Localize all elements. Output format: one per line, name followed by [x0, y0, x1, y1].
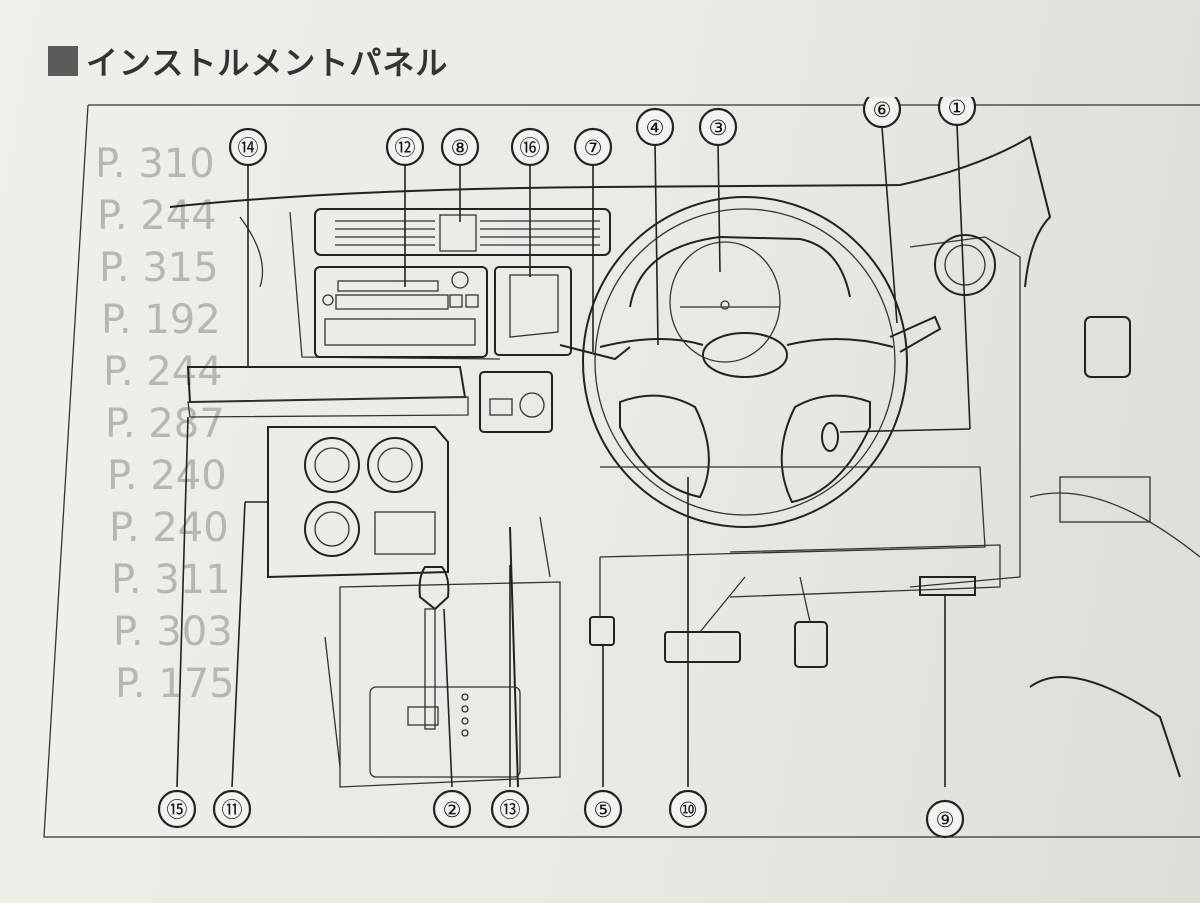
callout-number: ② [443, 798, 462, 822]
callout-circle [385, 127, 425, 167]
instrument-panel-figure: P. 310 P. 244 P. 315 P. 192 P. 244 P. 287 P. 2… [40, 97, 1200, 867]
center-stack-outline [289, 211, 501, 360]
accessory-socket [479, 371, 553, 433]
callout-2: ② [432, 789, 472, 829]
bleed-through-page-ref: P. 310 [95, 141, 215, 187]
bleed-through-page-ref: P. 303 [113, 609, 233, 655]
steering-wheel [582, 196, 908, 528]
callout-circle [573, 127, 613, 167]
bleed-through-page-ref: P. 240 [109, 505, 229, 551]
callout-15: ⑮ [157, 789, 197, 829]
instrument-panel-diagram: P. 310 P. 244 P. 315 P. 192 P. 244 P. 287 P. 2… [43, 97, 1200, 839]
bleed-through-page-ref: P. 240 [107, 453, 227, 499]
callout-5: ⑤ [583, 789, 623, 829]
cup-holders [267, 426, 449, 579]
callout-number: ⑦ [584, 136, 603, 160]
dashboard-top [169, 135, 1052, 288]
callout-11: ⑪ [212, 789, 252, 829]
callout-number: ⑯ [520, 136, 541, 160]
bleed-through-page-ref: P. 175 [115, 661, 235, 707]
callout-8: ⑧ [440, 127, 480, 167]
callout-circle [925, 799, 965, 839]
heading-title: インストルメントパネル [86, 44, 449, 82]
bleed-through-page-ref: P. 315 [99, 245, 219, 291]
callout-number: ④ [646, 116, 665, 140]
callout-number: ⑤ [594, 798, 613, 822]
bleed-through-page-ref: P. 192 [101, 297, 221, 343]
left-dash-curve [239, 216, 264, 288]
audio-unit [314, 266, 488, 358]
callout-circle [490, 789, 530, 829]
heading-square-icon [48, 46, 78, 76]
section-heading: インストルメントパネル [48, 38, 448, 84]
ignition-switch [821, 422, 839, 452]
callout-circle [937, 97, 977, 127]
callout-group: ① ② ③ ④ ⑤ ⑥ ⑦ ⑧ ⑨ ⑩ ⑪ ⑫ ⑬ ⑭ ⑮ ⑯ [157, 97, 977, 839]
callout-number: ① [948, 97, 967, 120]
callout-12: ⑫ [385, 127, 425, 167]
callout-number: ③ [709, 116, 728, 140]
callout-10: ⑩ [668, 789, 708, 829]
callout-circle [212, 789, 252, 829]
bleed-through-page-ref: P. 287 [105, 401, 225, 447]
callout-circle [157, 789, 197, 829]
right-dash [909, 234, 1200, 778]
callout-4: ④ [635, 107, 675, 147]
bleed-through-page-ref: P. 244 [103, 349, 223, 395]
callout-circle [668, 789, 708, 829]
callout-number: ⑮ [167, 798, 188, 822]
meter-cluster [629, 235, 851, 363]
right-stalk [889, 315, 942, 353]
figure-frame [43, 104, 1200, 838]
leader-lines [176, 124, 971, 788]
callout-number: ⑩ [679, 798, 698, 822]
callout-circle [510, 127, 550, 167]
bleed-through-page-ref: P. 311 [111, 557, 231, 603]
bleed-through-page-ref: P. 244 [97, 193, 217, 239]
callout-3: ③ [698, 107, 738, 147]
center-console [324, 516, 561, 788]
callout-7: ⑦ [573, 127, 613, 167]
lower-dash [589, 466, 1001, 668]
callout-number: ⑭ [238, 136, 259, 160]
callout-number: ⑫ [395, 136, 416, 160]
callout-16: ⑯ [510, 127, 550, 167]
callout-circle [583, 789, 623, 829]
callout-circle [228, 127, 268, 167]
storage-compartment [494, 266, 572, 356]
callout-number: ⑬ [500, 798, 521, 822]
callout-circle [635, 107, 675, 147]
callout-number: ⑪ [222, 798, 243, 822]
callout-circle [440, 127, 480, 167]
callout-number: ⑥ [873, 98, 892, 122]
callout-1: ① [937, 97, 977, 127]
left-stalk [559, 344, 631, 361]
callout-circle [862, 97, 902, 129]
callout-circle [432, 789, 472, 829]
callout-number: ⑧ [451, 136, 470, 160]
callout-13: ⑬ [490, 789, 530, 829]
callout-circle [698, 107, 738, 147]
callout-14: ⑭ [228, 127, 268, 167]
callout-6: ⑥ [862, 97, 902, 129]
bleed-through-text: P. 310 P. 244 P. 315 P. 192 P. 244 P. 287 P. 2… [95, 141, 235, 707]
center-air-vents [314, 208, 611, 256]
callout-9: ⑨ [925, 799, 965, 839]
tray-area [186, 366, 469, 418]
callout-number: ⑨ [936, 808, 955, 832]
